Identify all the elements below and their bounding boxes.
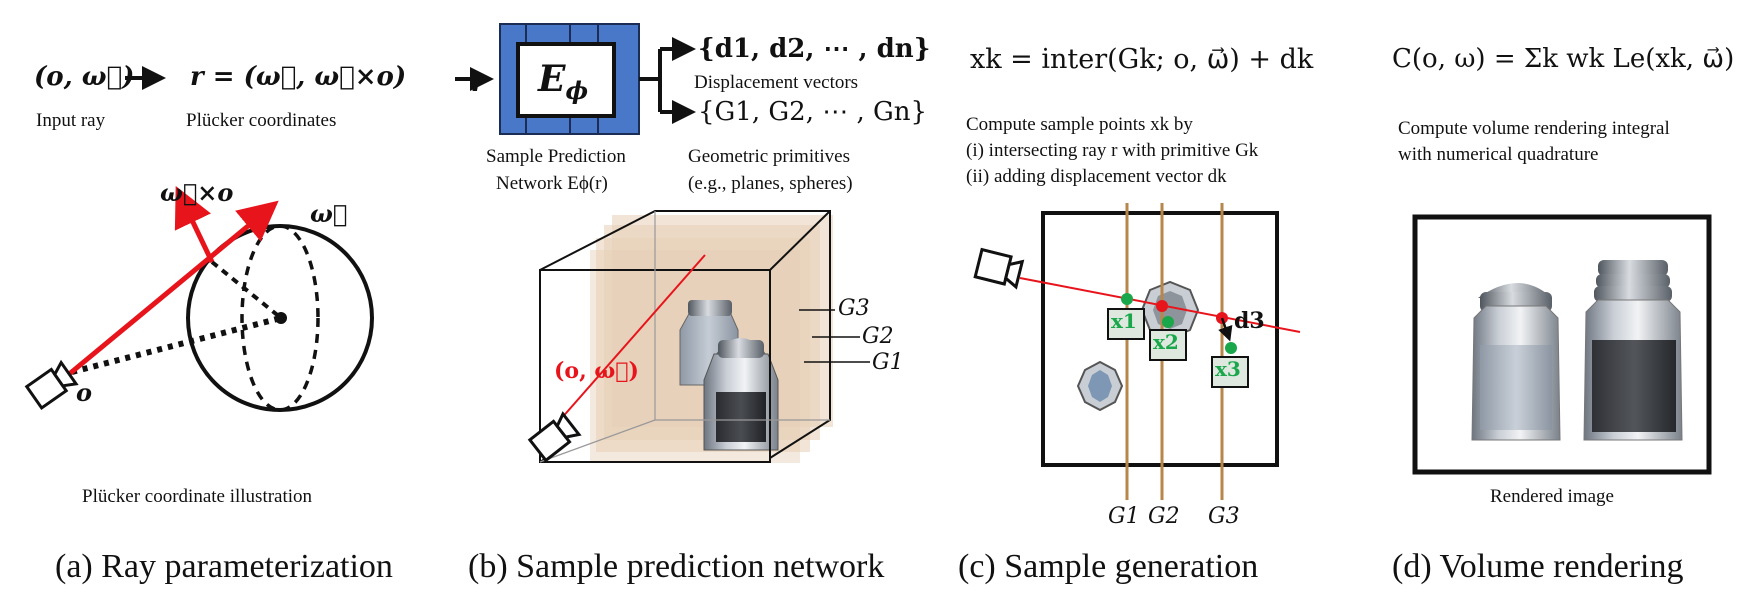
- plucker-label: Plücker coordinates: [186, 110, 337, 131]
- network-label-1: Sample Prediction: [486, 146, 626, 167]
- g1-label: G1: [1108, 504, 1140, 529]
- compute-text-3: (ii) adding displacement vector dk: [966, 166, 1227, 187]
- rendered-image-label: Rendered image: [1490, 486, 1614, 507]
- origin-label: o: [76, 378, 93, 407]
- primitive-cube: [539, 210, 870, 463]
- compute-text-1: Compute sample points xk by: [966, 114, 1193, 135]
- cross-product-label: ω⃗×o: [160, 178, 234, 207]
- displacement-set: {d1, d2, ⋯ , dn}: [698, 34, 931, 64]
- caption-d: (d) Volume rendering: [1392, 548, 1684, 585]
- panel-d-graphics: [1412, 214, 1712, 475]
- camera-icon: [24, 359, 79, 411]
- primitive-label-2: (e.g., planes, spheres): [688, 173, 853, 194]
- shaker-front: [703, 338, 779, 451]
- sphere-meridian: [240, 224, 320, 412]
- displacement-label: Displacement vectors: [694, 72, 859, 93]
- caption-b: (b) Sample prediction network: [468, 548, 885, 585]
- g2-label: G2: [862, 324, 894, 349]
- sample-boxes: [1107, 308, 1249, 388]
- rendered-pepper-shaker: [1583, 260, 1683, 441]
- d3-label: d3: [1234, 308, 1265, 334]
- x1-label: x1: [1111, 309, 1137, 333]
- output-fork: [639, 47, 688, 114]
- radius-dash-2: [71, 315, 282, 375]
- plucker-formula: r = (ω⃗, ω⃗×o): [190, 62, 407, 92]
- g3-label: G3: [1208, 504, 1240, 529]
- sphere: [186, 224, 374, 412]
- panel-b-graphics: [455, 23, 870, 463]
- input-r: r: [471, 68, 485, 98]
- sampled-ray: [559, 254, 706, 421]
- x2-label: x2: [1153, 330, 1179, 354]
- g3-label: G3: [838, 296, 870, 321]
- x3-label: x3: [1215, 357, 1241, 381]
- camera-icon: [527, 411, 582, 463]
- illustration-caption: Plücker coordinate illustration: [82, 486, 313, 507]
- cross-vector: [174, 185, 215, 264]
- render-formula: C(o, ω) = Σk wk Le(xk, ω⃗): [1392, 44, 1735, 74]
- omega-ray: [60, 200, 279, 382]
- camera-icon: [973, 247, 1025, 290]
- omega-label: ω⃗: [310, 199, 348, 228]
- g1-label: G1: [872, 350, 904, 375]
- ray-label: (o, ω⃗): [554, 358, 639, 384]
- render-text-2: with numerical quadrature: [1398, 144, 1599, 165]
- g2-label: G2: [1148, 504, 1180, 529]
- sample-formula: xk = inter(Gk; o, ω⃗) + dk: [970, 44, 1314, 75]
- network-symbol: Eϕ: [538, 58, 589, 106]
- compute-text-2: (i) intersecting ray r with primitive Gk: [966, 140, 1259, 161]
- input-ray-label: Input ray: [36, 110, 106, 131]
- caption-a: (a) Ray parameterization: [55, 548, 393, 585]
- top-view-shakers: [1076, 280, 1200, 412]
- network-block: [499, 23, 640, 135]
- caption-c: (c) Sample generation: [958, 548, 1259, 585]
- panel-a-graphics: [24, 66, 374, 412]
- radius-dash-1: [210, 260, 283, 320]
- primitive-set: {G1, G2, ⋯ , Gn}: [698, 97, 928, 127]
- input-ray-formula: (o, ω⃗): [34, 62, 135, 92]
- primitive-label-1: Geometric primitives: [688, 146, 850, 167]
- network-subscript: ϕ: [565, 76, 589, 106]
- rendered-salt-shaker: [1471, 283, 1561, 441]
- network-label-2: Network Eϕ(r): [496, 173, 608, 194]
- render-text-1: Compute volume rendering integral: [1398, 118, 1670, 139]
- panel-c-graphics: [973, 203, 1301, 500]
